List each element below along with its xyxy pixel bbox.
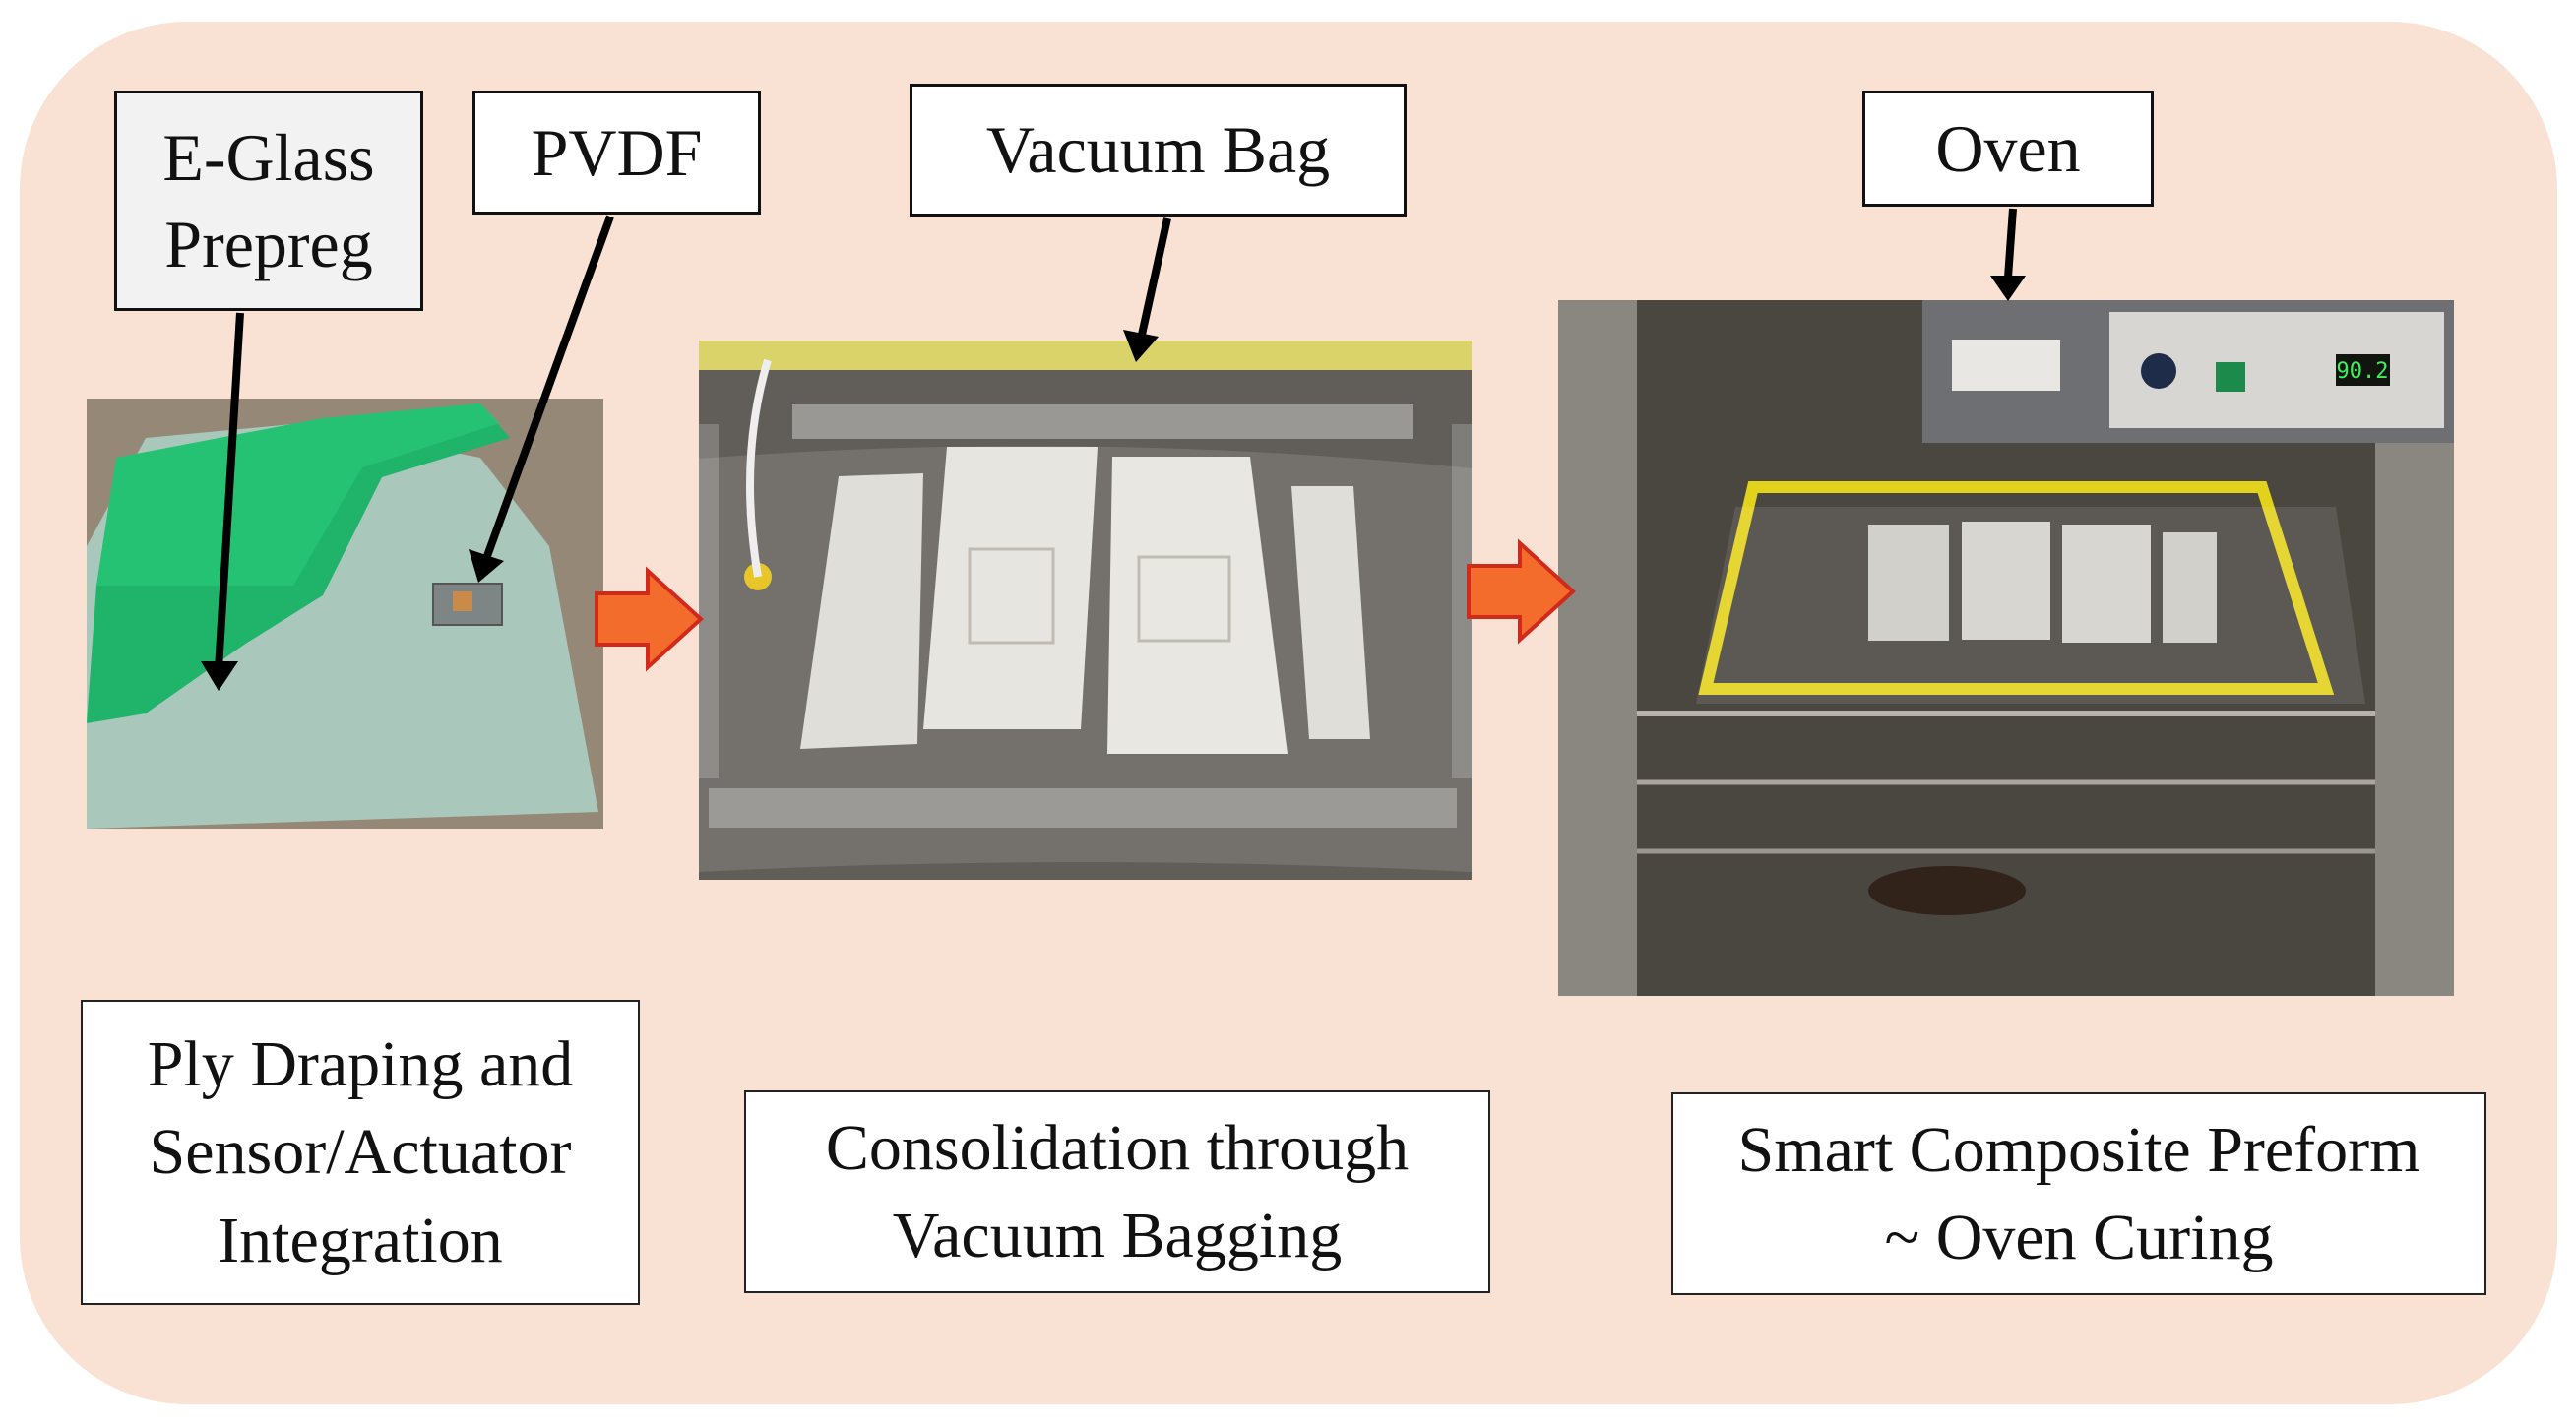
vacuum-bag-label: Vacuum Bag <box>910 84 1407 217</box>
eglass-prepreg-label: E-Glass Prepreg <box>114 91 423 311</box>
oven-photo: 90.2 <box>1558 300 2454 996</box>
oven-temperature-display: 90.2 <box>2337 359 2389 384</box>
oven-label: Oven <box>1862 91 2154 207</box>
step2-caption: Consolidation through Vacuum Bagging <box>744 1090 1490 1293</box>
eglass-pointer-arrow <box>201 312 244 691</box>
vacuum-bag-photo <box>699 341 1472 880</box>
process-arrow-2 <box>1467 538 1576 645</box>
pvdf-label: PVDF <box>472 91 761 215</box>
process-arrow-1 <box>595 566 704 672</box>
oven-pointer-arrow <box>1990 208 2026 301</box>
step3-caption: Smart Composite Preform ~ Oven Curing <box>1671 1092 2486 1295</box>
pvdf-pointer-arrow <box>469 215 614 583</box>
vacuum-bag-pointer-arrow <box>1123 217 1171 362</box>
step1-caption: Ply Draping and Sensor/Actuator Integrat… <box>81 1000 640 1305</box>
